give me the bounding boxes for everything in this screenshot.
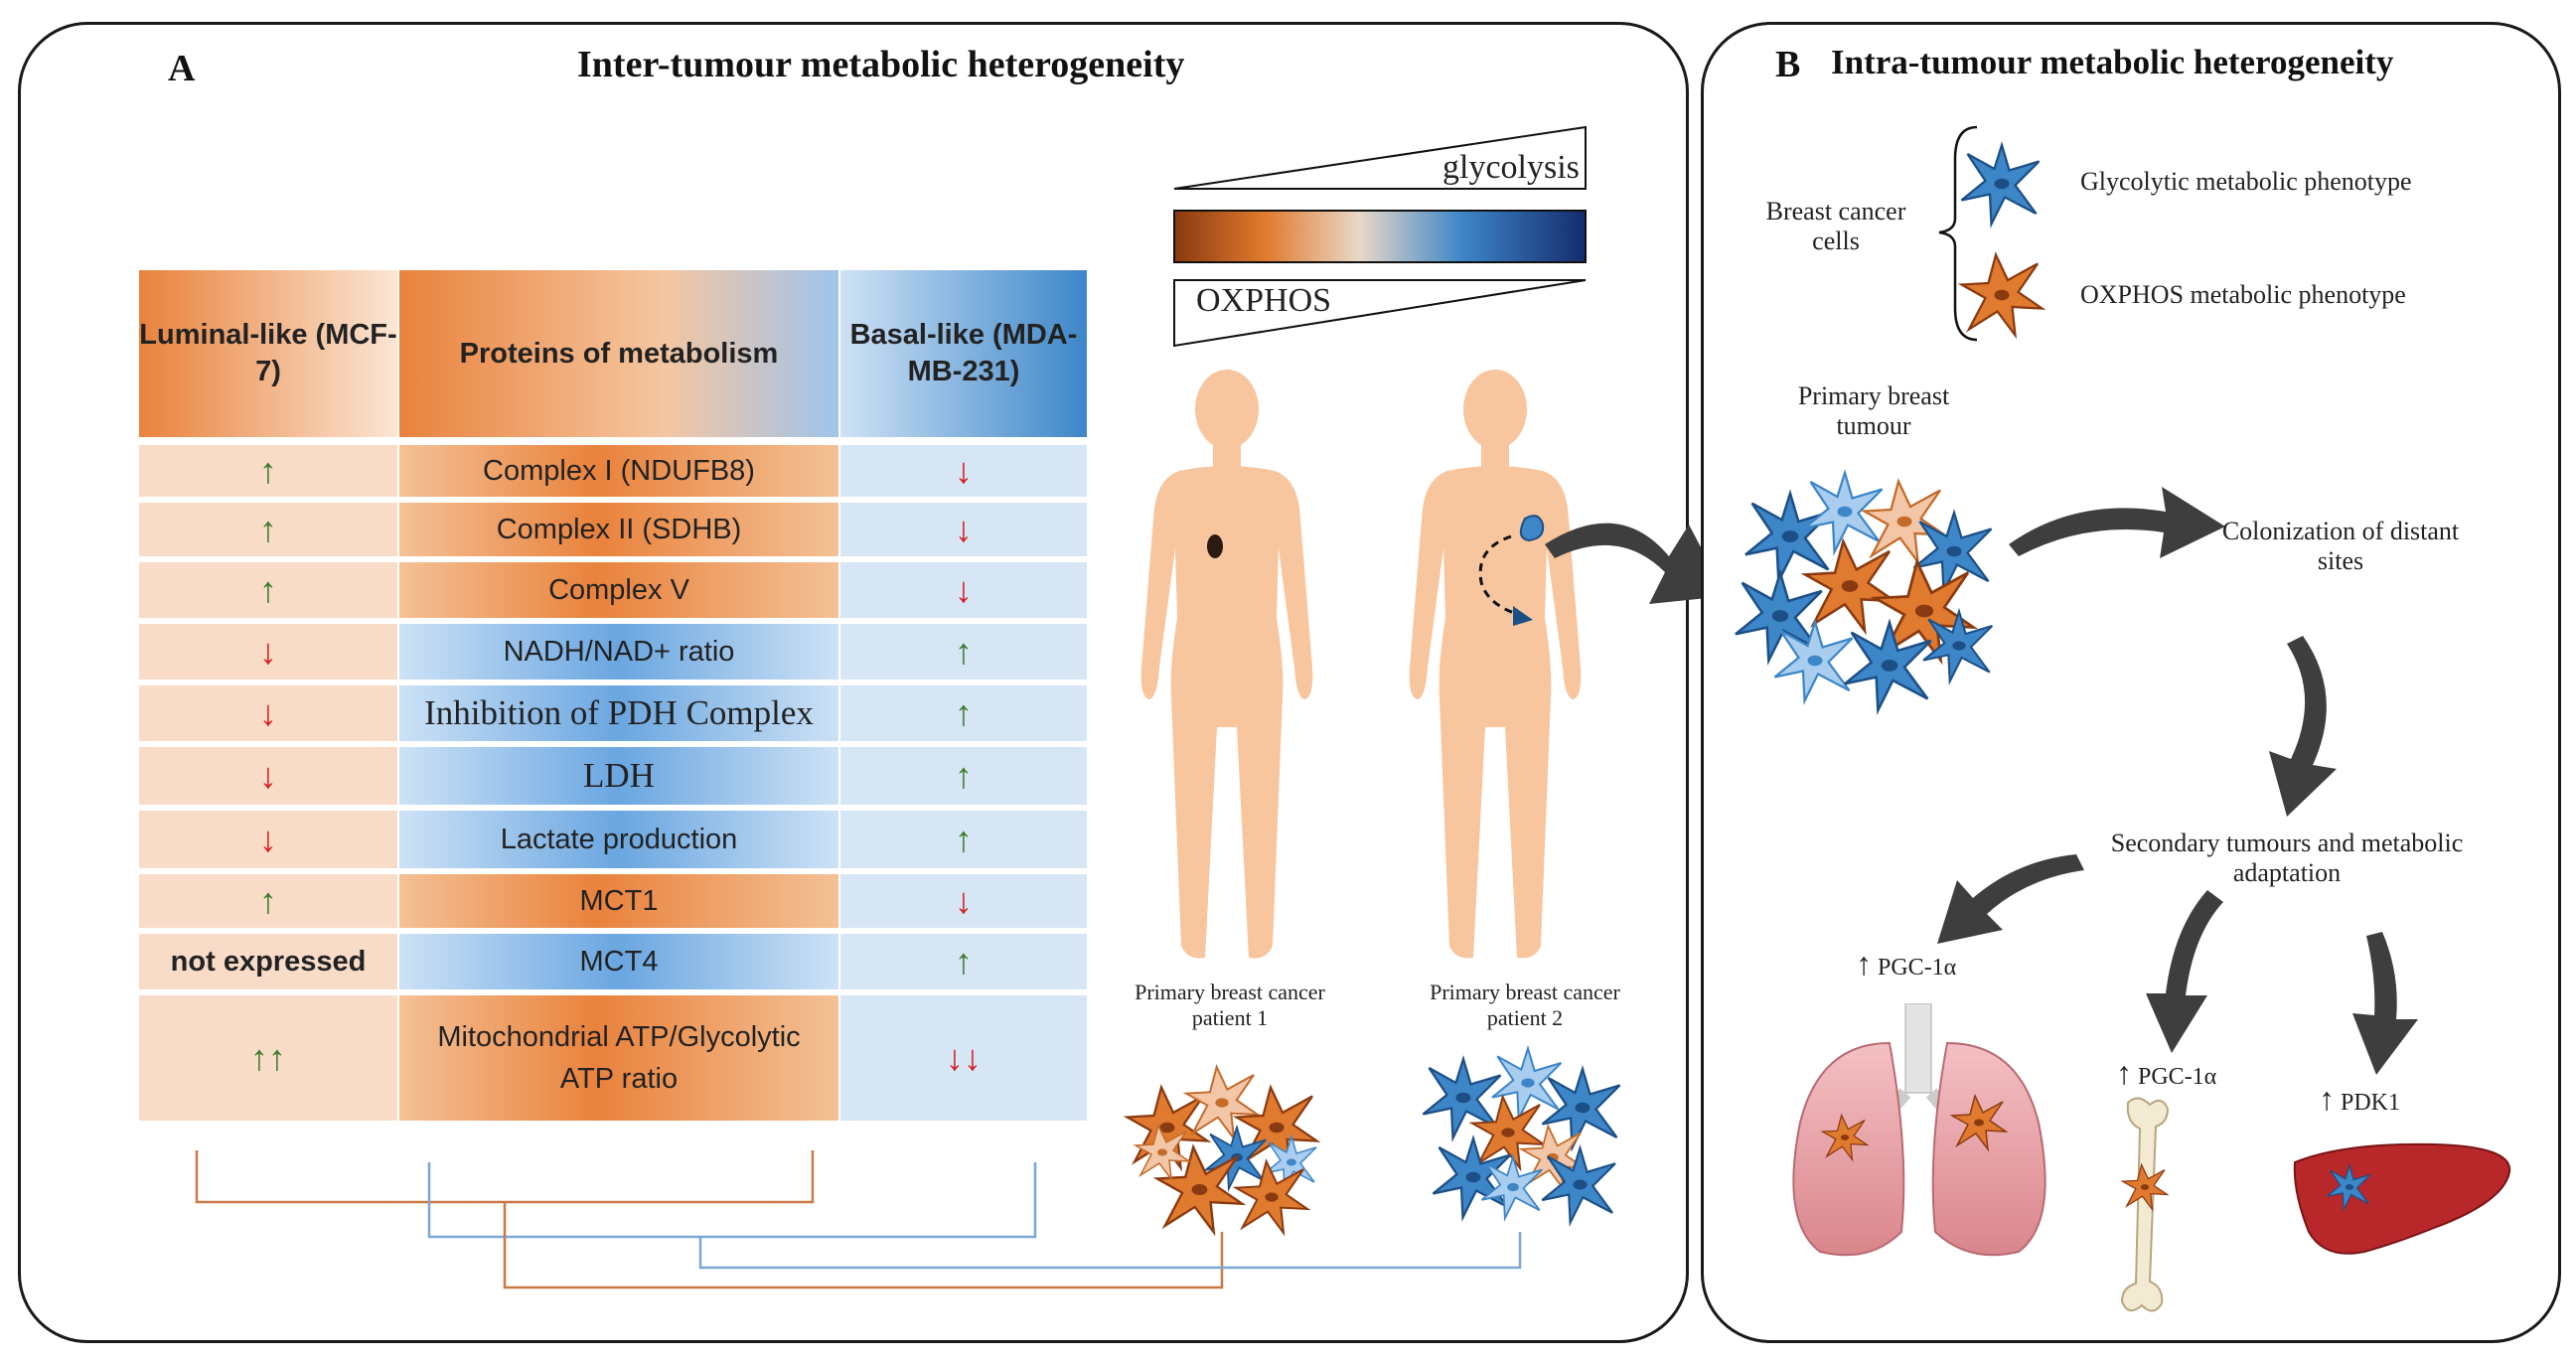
colonization-label: Colonization of distant sites [2221, 517, 2460, 575]
liver-illustration [2293, 1142, 2511, 1255]
cell-luminal: not expressed [139, 934, 397, 989]
panel-b-title: Intra-tumour metabolic heterogeneity [1831, 43, 2394, 81]
oxphos-label: OXPHOS [1196, 282, 1332, 319]
oxphos-phenotype-label: OXPHOS metabolic phenotype [2080, 280, 2406, 309]
cell-protein: Complex V [399, 562, 838, 618]
cell-basal: ↑ [840, 811, 1087, 868]
panel-b-letter: B [1775, 44, 1801, 85]
header-proteins: Proteins of metabolism [399, 270, 838, 437]
legend-brace [1938, 125, 1978, 342]
patient-2-tumour [1422, 1047, 1621, 1224]
cell-luminal: ↓ [139, 747, 397, 805]
cell-protein: Complex II (SDHB) [399, 503, 838, 556]
lungs-illustration [1792, 1003, 2046, 1257]
cell-luminal: ↓ [139, 685, 397, 741]
cell-luminal: ↓ [139, 811, 397, 868]
secondary-tumours-label: Secondary tumours and metabolic adaptati… [2110, 829, 2464, 887]
cell-luminal: ↑ [139, 874, 397, 928]
cell-basal: ↑ [840, 624, 1087, 680]
cell-protein: Inhibition of PDH Complex [399, 685, 838, 741]
cell-luminal: ↑↑ [139, 995, 397, 1121]
liver-marker: ↑ PDK1 [2319, 1081, 2401, 1117]
glycolytic-cell-icon [1960, 143, 2041, 226]
cell-basal: ↓ [840, 874, 1087, 928]
cell-basal: ↑ [840, 934, 1087, 989]
gradient-bar [1173, 210, 1587, 263]
cell-luminal: ↑ [139, 562, 397, 618]
patient-2-figure [1409, 370, 1582, 959]
cell-basal: ↑ [840, 747, 1087, 805]
primary-tumour-label: Primary breast tumour [1797, 381, 1950, 440]
cell-protein: Complex I (NDUFB8) [399, 445, 838, 497]
patient-2-label: Primary breast cancer patient 2 [1430, 980, 1620, 1030]
patient-1-tumour [1126, 1066, 1318, 1234]
gradient-legend [1173, 125, 1587, 348]
cell-protein: MCT1 [399, 874, 838, 928]
bone-illustration [2120, 1097, 2170, 1312]
cell-luminal: ↑ [139, 503, 397, 556]
glycolysis-label: glycolysis [1442, 149, 1580, 186]
oxphos-cell-icon [1960, 253, 2044, 337]
panel-a-letter: A [168, 48, 196, 89]
cell-basal: ↑ [840, 685, 1087, 741]
breast-cancer-cells-label: Breast cancer cells [1765, 197, 1906, 255]
cell-protein: NADH/NAD+ ratio [399, 624, 838, 680]
cell-basal: ↓ [840, 503, 1087, 556]
cell-luminal: ↑ [139, 445, 397, 497]
header-luminal: Luminal-like (MCF-7) [139, 270, 397, 437]
panel-a-title: Inter-tumour metabolic heterogeneity [577, 44, 1185, 85]
primary-tumour-cluster [1734, 471, 1994, 712]
glycolytic-phenotype-label: Glycolytic metabolic phenotype [2080, 167, 2412, 196]
cell-basal: ↓ [840, 445, 1087, 497]
tumour-spot [1207, 534, 1223, 558]
lung-marker: ↑ PGC-1α [1856, 946, 1957, 982]
cell-basal: ↓ [840, 562, 1087, 618]
cell-protein: MCT4 [399, 934, 838, 989]
cell-protein: LDH [399, 747, 838, 805]
header-basal: Basal-like (MDA-MB-231) [840, 270, 1087, 437]
patient-1-label: Primary breast cancer patient 1 [1135, 980, 1325, 1030]
bone-marker: ↑ PGC-1α [2116, 1055, 2217, 1091]
patient-1-figure [1140, 370, 1313, 959]
cell-protein: Mitochondrial ATP/Glycolytic ATP ratio [399, 995, 838, 1121]
cell-luminal: ↓ [139, 624, 397, 680]
cell-basal: ↓↓ [840, 995, 1087, 1121]
cell-protein: Lactate production [399, 811, 838, 868]
